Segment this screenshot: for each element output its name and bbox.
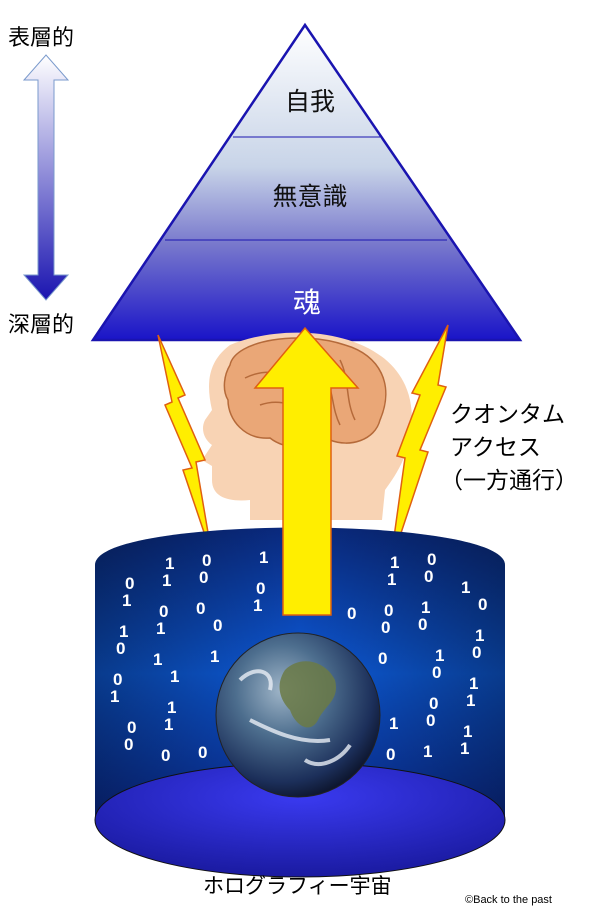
binary-digit: 1 [170, 667, 179, 686]
binary-digit: 0 [427, 550, 436, 569]
access-label-line1: クオンタム [450, 402, 565, 428]
ascending-arrow-icon [253, 326, 360, 616]
binary-digit: 1 [463, 722, 472, 741]
binary-digit: 0 [378, 649, 387, 668]
binary-digit: 0 [159, 602, 168, 621]
binary-digit: 1 [164, 715, 173, 734]
binary-digit: 0 [432, 663, 441, 682]
binary-digit: 0 [116, 639, 125, 658]
deep-label: 深層的 [8, 313, 74, 338]
binary-digit: 1 [466, 691, 475, 710]
binary-digit: 1 [475, 626, 484, 645]
binary-digit: 1 [435, 646, 444, 665]
binary-digit: 1 [167, 698, 176, 717]
binary-digit: 0 [125, 574, 134, 593]
binary-digit: 1 [461, 578, 470, 597]
binary-digit: 1 [389, 714, 398, 733]
depth-arrow [22, 54, 70, 301]
binary-digit: 1 [390, 553, 399, 572]
lightning-left-icon [157, 334, 213, 557]
binary-digit: 1 [110, 687, 119, 706]
binary-digit: 0 [198, 743, 207, 762]
binary-digit: 1 [423, 742, 432, 761]
binary-digit: 1 [153, 650, 162, 669]
binary-digit: 0 [113, 670, 122, 689]
level-soul: 魂 [293, 286, 321, 319]
binary-digit: 0 [196, 599, 205, 618]
copyright-credit: ©Back to the past [465, 894, 552, 906]
binary-digit: 0 [386, 745, 395, 764]
binary-digit: 0 [418, 615, 427, 634]
binary-digit: 1 [387, 570, 396, 589]
binary-digit: 0 [429, 694, 438, 713]
binary-digit: 0 [127, 718, 136, 737]
binary-digit: 1 [469, 674, 478, 693]
binary-digit: 0 [199, 568, 208, 587]
binary-digit: 0 [256, 579, 265, 598]
binary-digit: 1 [119, 622, 128, 641]
binary-digit: 0 [202, 551, 211, 570]
level-unconscious: 無意識 [272, 182, 347, 211]
binary-digit: 1 [253, 596, 262, 615]
binary-digit: 1 [165, 554, 174, 573]
level-ego: 自我 [285, 87, 335, 116]
binary-digit: 1 [156, 619, 165, 638]
earth-icon [215, 632, 381, 798]
surface-label: 表層的 [8, 26, 74, 51]
binary-digit: 0 [472, 643, 481, 662]
binary-digit: 0 [478, 595, 487, 614]
binary-digit: 0 [426, 711, 435, 730]
binary-digit: 1 [259, 548, 268, 567]
access-label-line3: （一方通行） [440, 468, 578, 494]
binary-digit: 0 [384, 601, 393, 620]
binary-digit: 1 [421, 598, 430, 617]
binary-digit: 0 [424, 567, 433, 586]
binary-digit: 1 [210, 647, 219, 666]
binary-digit: 0 [381, 618, 390, 637]
access-label-line2: アクセス [450, 435, 541, 461]
binary-digit: 0 [213, 616, 222, 635]
binary-digit: 1 [460, 739, 469, 758]
universe-label: ホログラフィー宇宙 [203, 874, 392, 898]
binary-digit: 0 [347, 604, 356, 623]
binary-digit: 1 [162, 571, 171, 590]
binary-digit: 0 [124, 735, 133, 754]
binary-digit: 1 [122, 591, 131, 610]
binary-digit: 0 [161, 746, 170, 765]
